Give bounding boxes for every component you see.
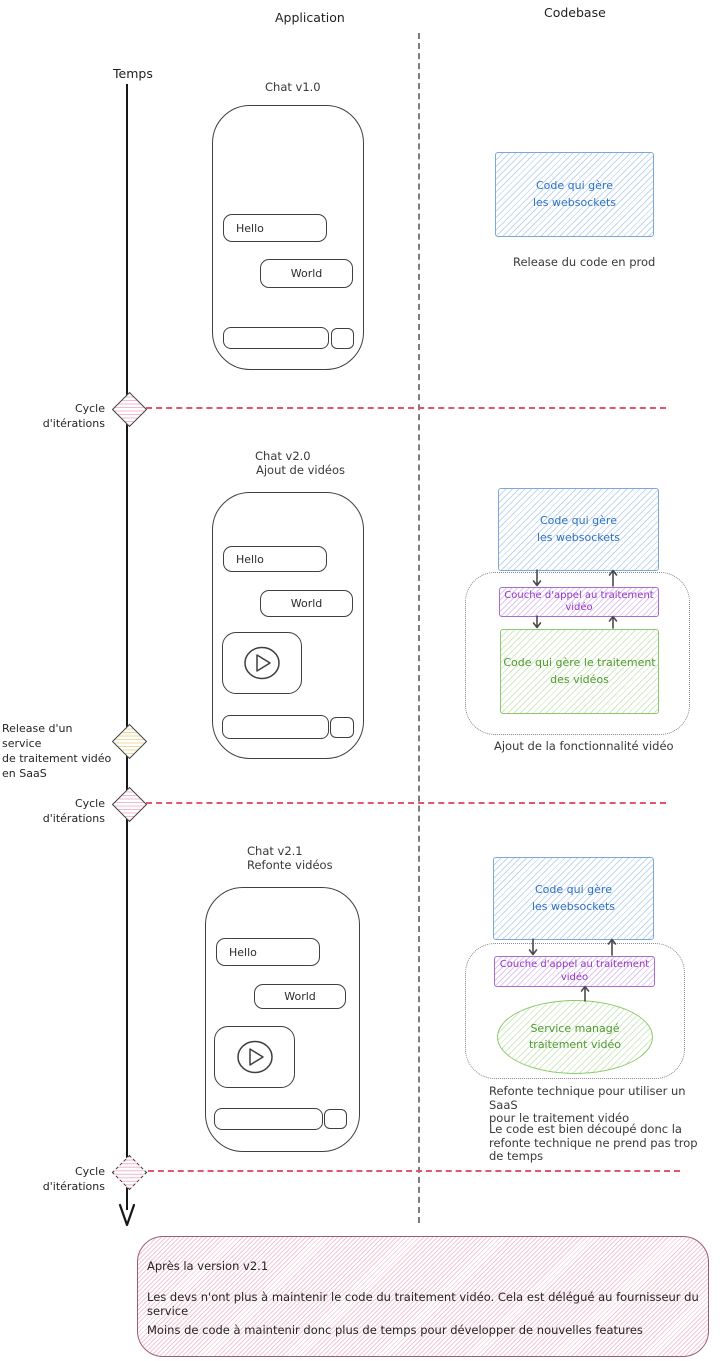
video-module-boundary-v2	[465, 572, 690, 735]
phone-v1: Hello World	[212, 105, 364, 370]
websockets-code-box-v21: Code qui gère les websockets	[493, 857, 654, 940]
phone-v2: Hello World	[212, 492, 364, 759]
phone-v21: Hello World	[205, 887, 360, 1152]
column-divider	[418, 33, 420, 1223]
chat-bubble-world-text: World	[284, 990, 316, 1003]
phone-v21-subtitle: Refonte vidéos	[247, 858, 333, 872]
arrow-up-icon	[608, 569, 618, 587]
milestone-label-cycle-2: Cycle d'itérations	[42, 797, 105, 825]
video-adapter-box-v21: Couche d'appel au traitement vidéo	[494, 956, 655, 987]
arrow-down-icon	[532, 615, 542, 629]
chat-bubble-world-text: World	[290, 267, 323, 280]
message-input[interactable]	[222, 715, 329, 739]
timeline-axis	[126, 84, 129, 1210]
chat-bubble-hello-text: Hello	[236, 221, 264, 235]
play-icon	[244, 646, 280, 680]
phone-v2-subtitle: Ajout de vidéos	[256, 463, 345, 477]
caption-code-decoupe: Le code est bien découpé donc la refonte…	[489, 1122, 698, 1163]
video-code-box-v2: Code qui gère le traitement des vidéos	[500, 629, 659, 714]
iteration-dashed-line-1	[146, 407, 666, 409]
timeline-axis-label: Temps	[113, 66, 153, 81]
phone-v2-title: Chat v2.0	[255, 449, 311, 463]
milestone-label-saas-release: Release d'un service de traitement vidéo…	[2, 722, 112, 780]
websockets-code-box-v2: Code qui gère les websockets	[498, 488, 659, 571]
chat-bubble-hello-text: Hello	[229, 945, 257, 959]
video-thumbnail[interactable]	[214, 1026, 295, 1088]
message-input[interactable]	[223, 327, 329, 349]
caption-video-feature: Ajout de la fonctionnalité vidéo	[494, 739, 674, 753]
arrow-down-icon	[528, 938, 538, 956]
chat-bubble-world: World	[254, 984, 346, 1009]
footer-note-line-2: Les devs n'ont plus à maintenir le code …	[147, 1290, 699, 1318]
phone-v21-title: Chat v2.1	[247, 844, 303, 858]
chat-bubble-world: World	[260, 259, 353, 288]
managed-service-ellipse: Service managé traitement vidéo	[497, 1000, 653, 1074]
milestone-diamond-cycle-1	[111, 391, 148, 428]
video-thumbnail[interactable]	[222, 632, 302, 694]
iteration-dashed-line-3	[148, 1170, 680, 1172]
column-header-application: Application	[275, 10, 345, 25]
arrow-up-icon	[608, 615, 618, 629]
milestone-label-cycle-1: Cycle d'itérations	[42, 402, 105, 430]
milestone-diamond-cycle-2	[111, 786, 148, 823]
arrow-up-icon	[607, 938, 617, 956]
chat-bubble-hello: Hello	[216, 938, 320, 966]
websockets-code-box-v1: Code qui gère les websockets	[495, 152, 654, 237]
chat-bubble-hello: Hello	[223, 546, 327, 572]
column-header-codebase: Codebase	[544, 5, 606, 20]
timeline-arrowhead-icon	[118, 1203, 136, 1227]
milestone-diamond-saas-release	[111, 723, 148, 760]
footer-note-line-3: Moins de code à maintenir donc plus de t…	[147, 1323, 643, 1337]
arrow-down-icon	[532, 569, 542, 587]
milestone-diamond-cycle-3	[111, 1154, 148, 1191]
footer-note-line-1: Après la version v2.1	[147, 1259, 269, 1273]
arrow-up-icon	[580, 985, 590, 1002]
caption-release-prod: Release du code en prod	[513, 255, 656, 269]
chat-bubble-world-text: World	[290, 597, 323, 610]
iteration-dashed-line-2	[146, 802, 666, 804]
footer-note-box: Après la version v2.1 Les devs n'ont plu…	[137, 1236, 709, 1357]
video-adapter-box-v2: Couche d'appel au traitement vidéo	[499, 587, 659, 617]
milestone-label-cycle-3: Cycle d'itérations	[42, 1165, 105, 1193]
message-input[interactable]	[214, 1108, 323, 1130]
chat-bubble-world: World	[260, 590, 353, 617]
send-button[interactable]	[324, 1109, 347, 1129]
caption-refonte-saas: Refonte technique pour utiliser un SaaS …	[489, 1084, 686, 1125]
chat-bubble-hello-text: Hello	[236, 552, 264, 566]
phone-v1-title: Chat v1.0	[265, 80, 321, 94]
send-button[interactable]	[331, 328, 354, 349]
video-module-boundary-v21	[465, 943, 685, 1079]
chat-bubble-hello: Hello	[223, 214, 327, 242]
play-icon	[236, 1040, 273, 1074]
send-button[interactable]	[330, 717, 354, 738]
